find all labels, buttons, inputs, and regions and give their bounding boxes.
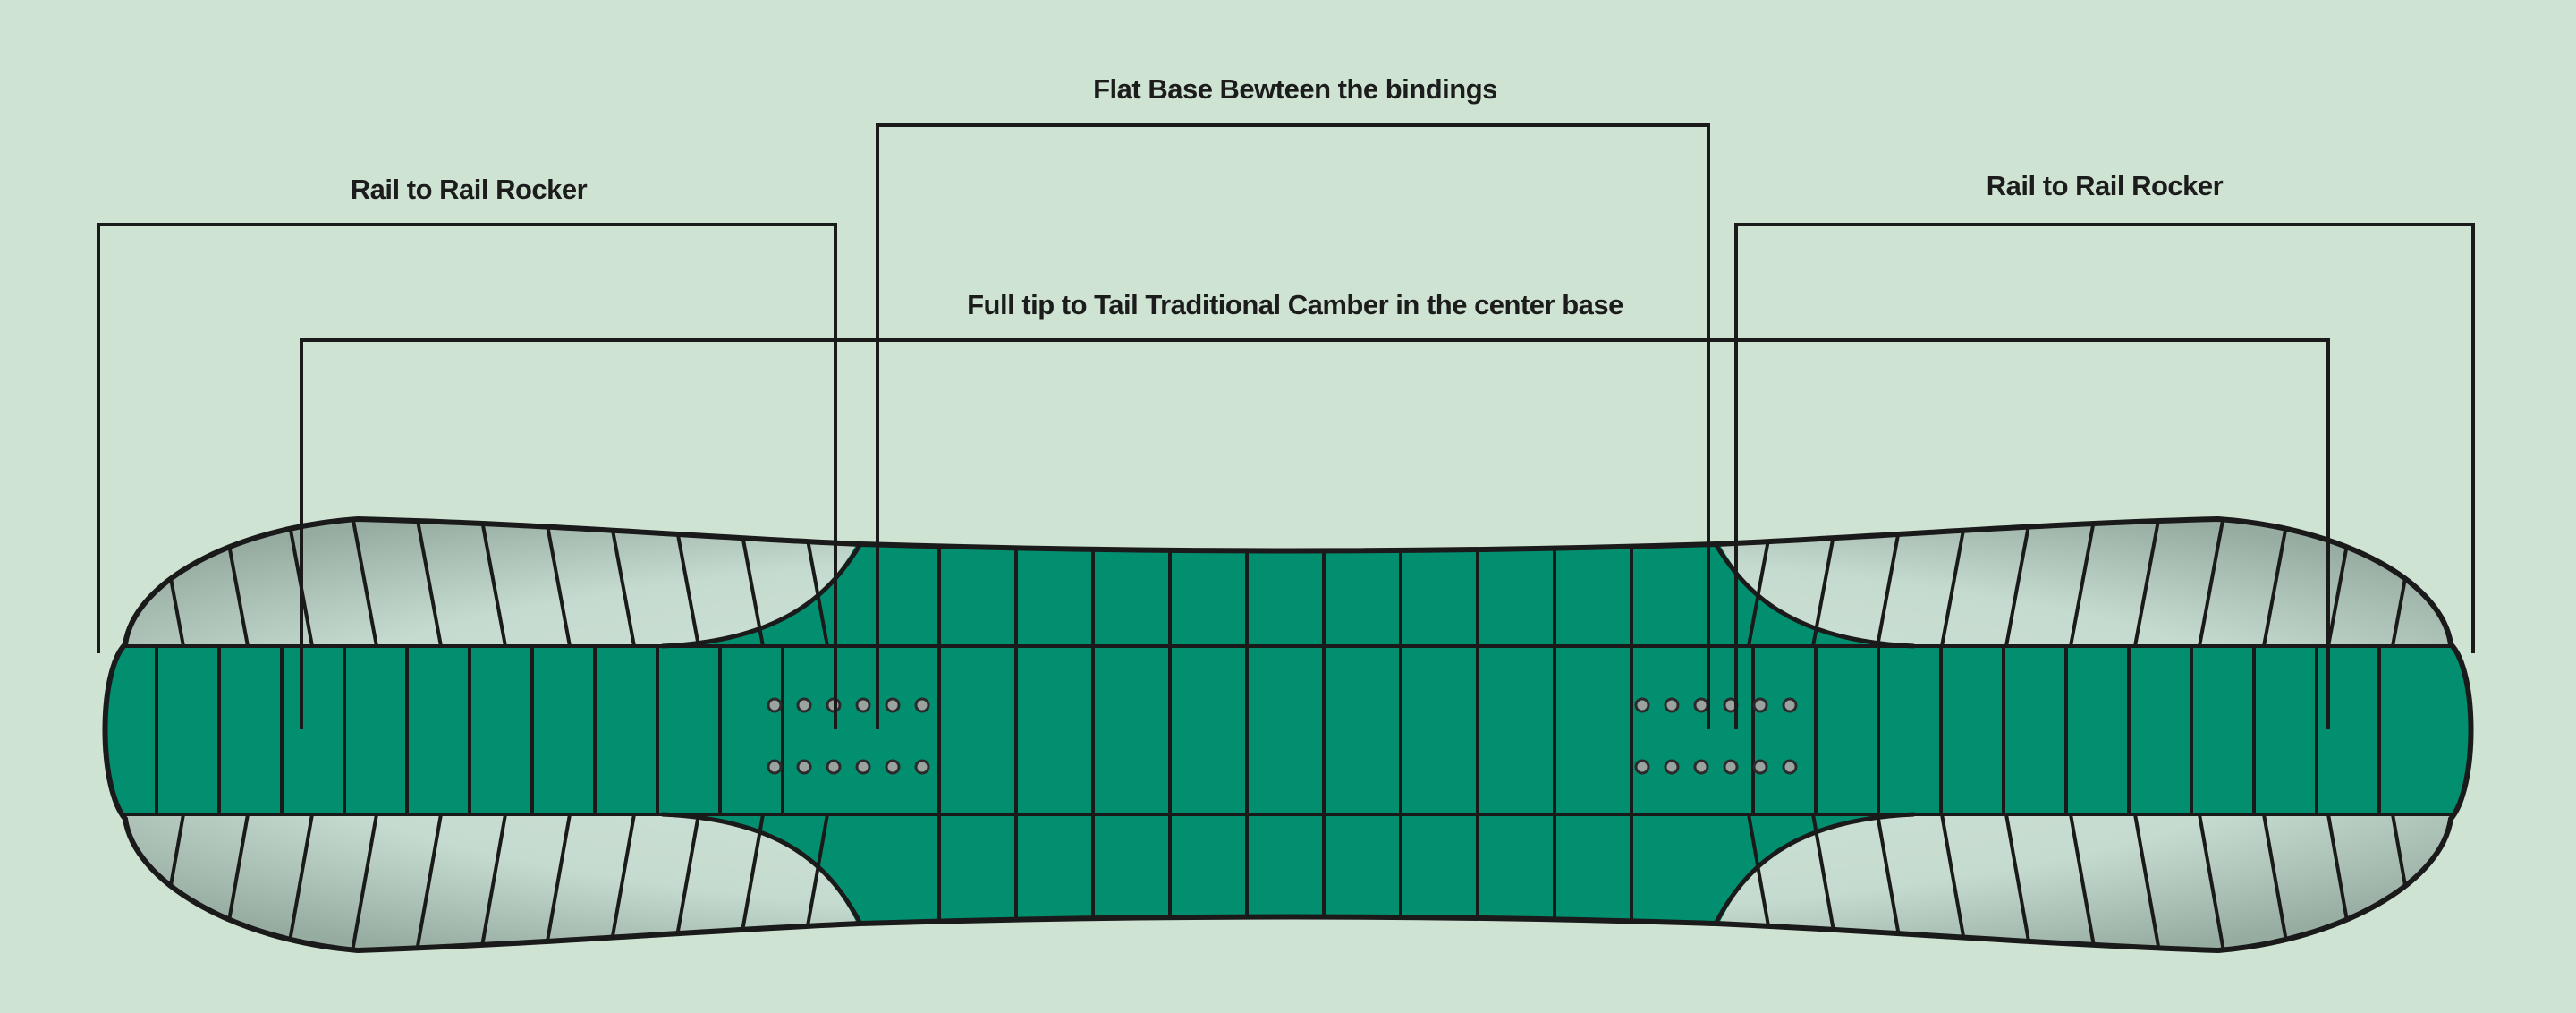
tail-edge-slat — [2069, 813, 2099, 950]
binding-insert — [1634, 759, 1650, 775]
left-rocker-bracket — [97, 223, 837, 729]
binding-insert — [1634, 697, 1650, 713]
binding-insert — [1752, 697, 1768, 713]
camber-strip — [105, 646, 2471, 814]
binding-insert — [1782, 759, 1798, 775]
tail-edge-slat — [2133, 813, 2164, 950]
binding-insert — [855, 759, 871, 775]
binding-insert — [885, 697, 901, 713]
tail-edge-slat — [2198, 519, 2228, 647]
left-rocker-label: Rail to Rail Rocker — [350, 174, 588, 205]
tip-edge-slat — [412, 519, 443, 647]
flat-base-label: Flat Base Bewteen the bindings — [1093, 73, 1497, 105]
waist-outline — [661, 542, 1915, 925]
binding-insert — [914, 759, 930, 775]
right-rocker-label: Rail to Rail Rocker — [1986, 170, 2224, 201]
tip-edge-slat — [477, 813, 507, 950]
right-rocker-bracket — [1734, 223, 2475, 729]
binding-insert — [914, 697, 930, 713]
tip-edge-slat — [412, 813, 443, 950]
binding-insert — [1664, 759, 1680, 775]
binding-insert — [1693, 759, 1709, 775]
binding-insert — [885, 759, 901, 775]
binding-insert — [767, 759, 783, 775]
tip-edge-slat — [348, 813, 378, 950]
camber-bracket — [300, 338, 2330, 729]
binding-insert — [1723, 759, 1739, 775]
binding-insert — [796, 697, 812, 713]
binding-insert — [1752, 759, 1768, 775]
binding-insert — [1693, 697, 1709, 713]
binding-insert — [1664, 697, 1680, 713]
binding-inserts — [767, 697, 1798, 775]
binding-insert — [767, 697, 783, 713]
tip-edge-slat — [348, 519, 378, 647]
binding-insert — [796, 759, 812, 775]
binding-insert — [1782, 697, 1798, 713]
board-outline — [102, 515, 2474, 954]
tail-edge-slat — [2133, 519, 2164, 647]
binding-insert — [826, 759, 842, 775]
flat-base-bracket — [876, 123, 1710, 729]
tail-edge-slat — [2198, 813, 2228, 950]
binding-insert — [855, 697, 871, 713]
camber-label: Full tip to Tail Traditional Camber in t… — [967, 289, 1623, 320]
